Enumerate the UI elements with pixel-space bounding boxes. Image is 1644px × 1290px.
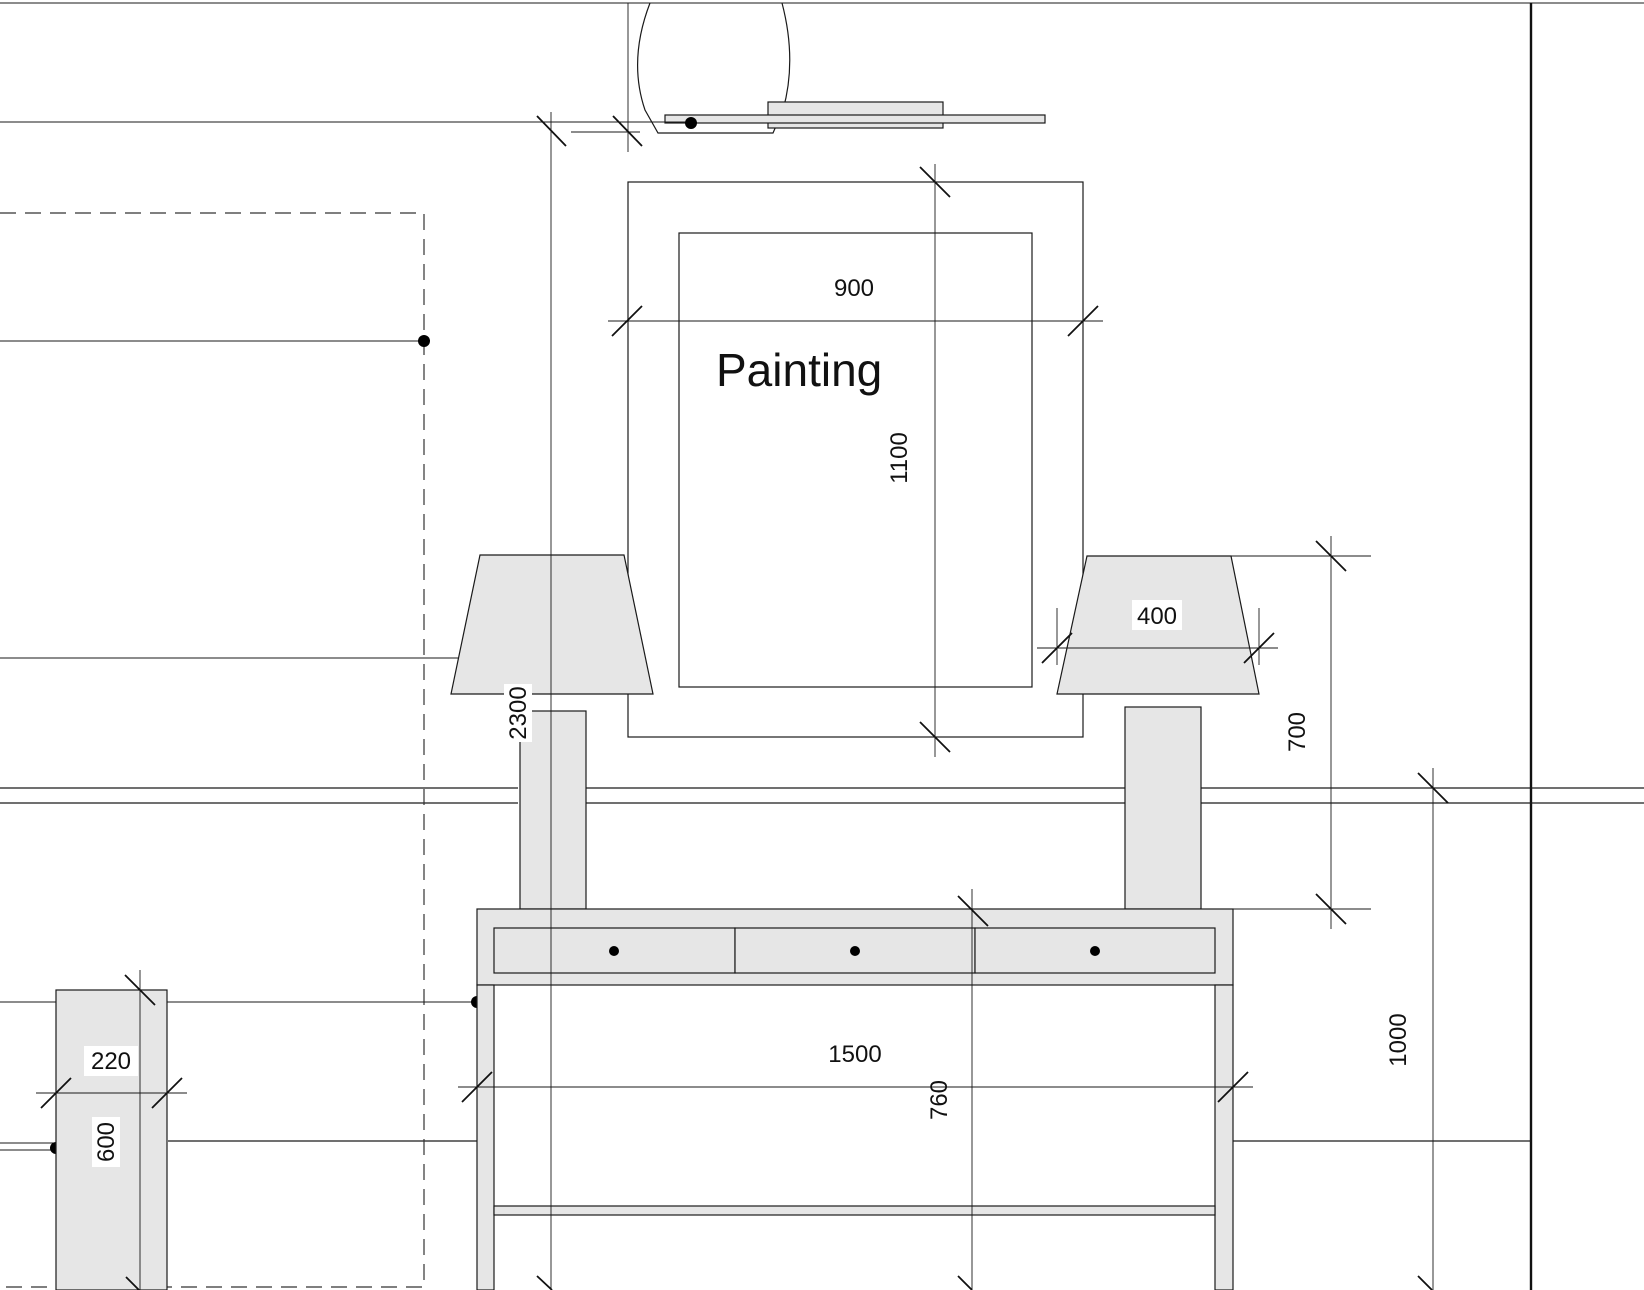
leader-dot bbox=[418, 335, 430, 347]
painting-frame bbox=[627, 181, 1084, 738]
painting-label: Painting bbox=[716, 344, 882, 396]
dim-lamp-height: 700 bbox=[1284, 712, 1311, 752]
console-leg-left bbox=[476, 984, 495, 1290]
drawer bbox=[974, 927, 1216, 974]
console-table bbox=[476, 908, 1234, 1290]
dim-side-table-width: 220 bbox=[91, 1048, 131, 1075]
dimension-lines bbox=[36, 112, 1449, 1290]
lamp-base-right bbox=[1124, 706, 1202, 910]
drawer-knob bbox=[850, 946, 860, 956]
dim-painting-height: 1100 bbox=[886, 432, 913, 484]
console-stretcher bbox=[493, 1205, 1216, 1216]
dim-overall-height: 2300 bbox=[505, 686, 532, 739]
leader-dot bbox=[685, 117, 697, 129]
ceiling-fixture bbox=[627, 2, 1046, 152]
dim-lamp-width: 400 bbox=[1137, 603, 1177, 630]
lamp-shade-left bbox=[450, 554, 654, 695]
dashed-opening-outline bbox=[0, 212, 425, 1288]
drawer-knob bbox=[1090, 946, 1100, 956]
dimension-labels: 900 1100 2300 400 700 1500 760 1000 220 … bbox=[84, 272, 1412, 1167]
painting bbox=[627, 181, 1084, 738]
console-leg-right bbox=[1214, 984, 1234, 1290]
lamp-base-left bbox=[519, 710, 587, 910]
dado-rail bbox=[0, 787, 1644, 804]
dim-console-width: 1500 bbox=[828, 1041, 881, 1068]
dim-console-height: 760 bbox=[926, 1080, 953, 1120]
lamp-left bbox=[450, 554, 654, 910]
painting-canvas bbox=[678, 232, 1033, 688]
drawer-knob bbox=[609, 946, 619, 956]
dim-dado-height: 1000 bbox=[1385, 1013, 1412, 1066]
dim-side-table-depth: 600 bbox=[93, 1122, 120, 1162]
dim-painting-width: 900 bbox=[834, 275, 874, 302]
